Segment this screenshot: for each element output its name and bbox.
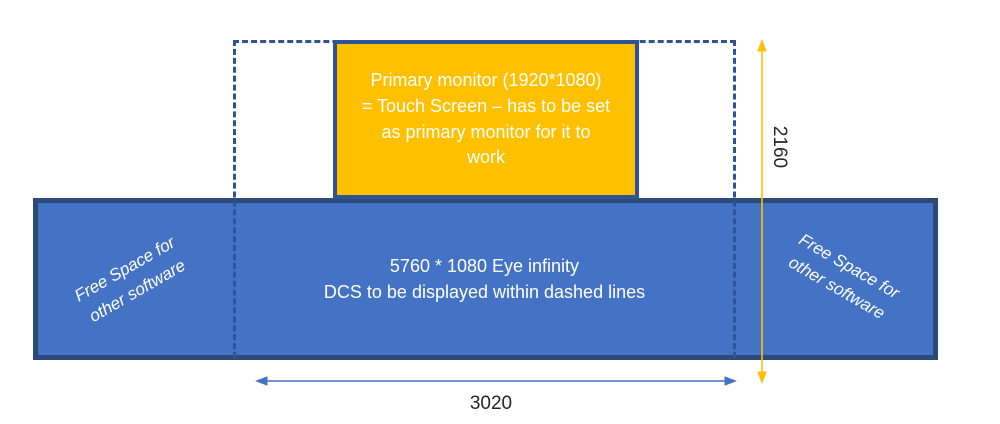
primary-monitor-label: Primary monitor (1920*1080) = Touch Scre… [361, 70, 611, 168]
horizontal-double-arrow-icon [255, 376, 737, 386]
eyefinity-rectangle [33, 198, 938, 360]
primary-monitor-box: Primary monitor (1920*1080) = Touch Scre… [333, 40, 639, 199]
eyefinity-caption: 5760 * 1080 Eye infinity DCS to be displ… [323, 256, 646, 303]
height-dimension-label: 2160 [769, 125, 790, 169]
width-dimension-label: 3020 [469, 393, 513, 414]
